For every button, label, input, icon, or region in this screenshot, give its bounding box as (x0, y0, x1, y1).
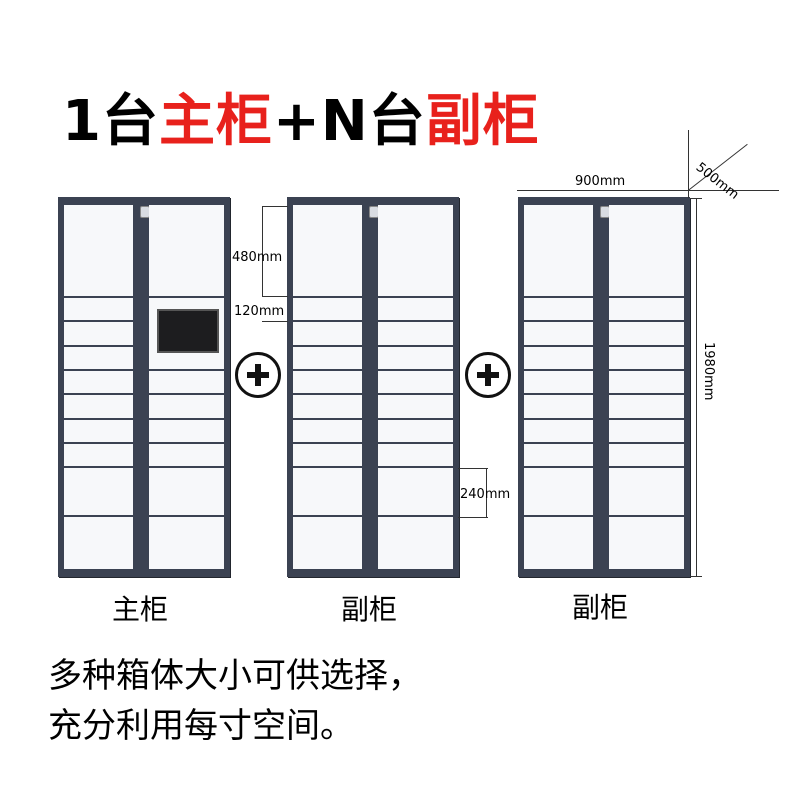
shelf (64, 345, 133, 347)
sub-cabinet-right-column (378, 205, 453, 569)
shelf (149, 369, 224, 371)
shelf (524, 393, 593, 395)
main-cabinet-label: 主柜 (112, 593, 169, 626)
dimension-width-line (517, 190, 779, 191)
shelf (293, 418, 362, 420)
shelf (64, 442, 133, 444)
touch-screen (157, 309, 219, 353)
shelf (524, 515, 593, 517)
caption-line-2: 充分利用每寸空间。 (48, 706, 354, 746)
sub-cabinet-left-column (524, 205, 593, 569)
dimension-480: 480mm (232, 250, 283, 265)
shelf (378, 320, 453, 322)
page-title: 1台主柜+N台副柜 (62, 82, 540, 162)
shelf (609, 466, 684, 468)
dimension-1980: 1980mm (701, 342, 716, 401)
shelf (64, 369, 133, 371)
shelf (378, 369, 453, 371)
shelf (378, 515, 453, 517)
shelf (64, 466, 133, 468)
shelf (524, 466, 593, 468)
title-number: 1 (62, 89, 102, 154)
plus-icon (465, 352, 511, 398)
sub-cabinet-right-column (609, 205, 684, 569)
shelf (609, 515, 684, 517)
dimension-tick (688, 190, 689, 198)
dimension-tick (690, 198, 702, 199)
shelf (293, 393, 362, 395)
shelf (149, 442, 224, 444)
shelf (64, 418, 133, 420)
shelf (293, 369, 362, 371)
sub-cabinet-left-column (293, 205, 362, 569)
shelf (293, 466, 362, 468)
dimension-line (486, 468, 487, 518)
shelf (609, 393, 684, 395)
shelf (524, 369, 593, 371)
title-word-a: 台 (101, 89, 159, 154)
dimension-tick (690, 576, 702, 577)
shelf (149, 418, 224, 420)
dimension-tick (458, 468, 488, 469)
shelf (64, 393, 133, 395)
dimension-tick (262, 321, 288, 322)
shelf (524, 418, 593, 420)
dimension-line (688, 130, 689, 190)
shelf (378, 466, 453, 468)
shelf (609, 345, 684, 347)
shelf (378, 442, 453, 444)
title-sub-cabinet: 副柜 (425, 89, 540, 154)
dimension-height-line (696, 198, 697, 576)
sub-cabinet-2-label: 副柜 (572, 591, 629, 624)
shelf (378, 393, 453, 395)
sub-cabinet-1 (287, 197, 459, 577)
shelf (524, 320, 593, 322)
sub-cabinet-1-label: 副柜 (341, 593, 398, 626)
shelf (293, 320, 362, 322)
shelf (149, 393, 224, 395)
dimension-900: 900mm (575, 174, 626, 189)
shelf (609, 442, 684, 444)
shelf (378, 296, 453, 298)
shelf (609, 369, 684, 371)
shelf (293, 296, 362, 298)
shelf (64, 296, 133, 298)
shelf (378, 345, 453, 347)
shelf (609, 418, 684, 420)
shelf (378, 418, 453, 420)
dimension-tick (262, 206, 288, 207)
shelf (293, 442, 362, 444)
dimension-120: 120mm (234, 304, 285, 319)
main-cabinet-left-column (64, 205, 133, 569)
shelf (609, 320, 684, 322)
shelf (149, 466, 224, 468)
shelf (149, 296, 224, 298)
main-cabinet-right-column (149, 205, 224, 569)
main-cabinet (58, 197, 230, 577)
shelf (524, 442, 593, 444)
dimension-line (262, 206, 263, 296)
shelf (524, 296, 593, 298)
shelf (293, 515, 362, 517)
shelf (293, 345, 362, 347)
dimension-240: 240mm (460, 487, 511, 502)
shelf (64, 320, 133, 322)
shelf (524, 345, 593, 347)
dimension-tick (262, 296, 288, 297)
caption-line-1: 多种箱体大小可供选择， (48, 656, 422, 696)
shelf (609, 296, 684, 298)
title-word-b: 台 (368, 89, 426, 154)
title-main-cabinet: 主柜 (158, 89, 273, 154)
title-plus-n: +N (272, 89, 369, 154)
sub-cabinet-2 (518, 197, 690, 577)
shelf (64, 515, 133, 517)
dimension-tick (458, 517, 488, 518)
plus-icon (235, 352, 281, 398)
shelf (149, 515, 224, 517)
